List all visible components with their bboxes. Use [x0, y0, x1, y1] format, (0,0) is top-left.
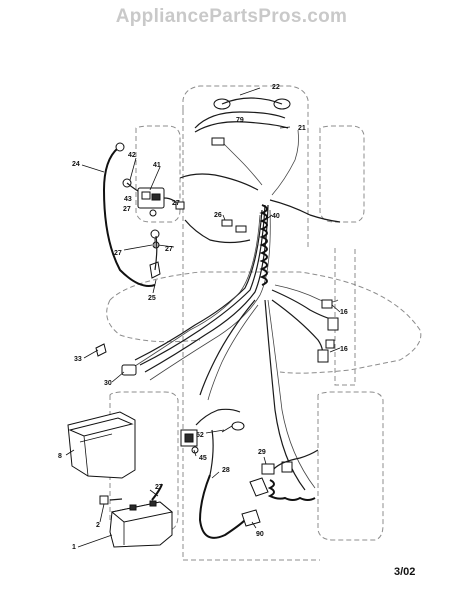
wire-assembly [198, 429, 261, 539]
callout-27-c: 27 [114, 250, 122, 257]
chassis-outline [106, 85, 422, 561]
callout-16-lower: 16 [340, 346, 348, 353]
callout-27-d: 27 [165, 246, 173, 253]
connector-29 [249, 449, 319, 497]
battery-box [67, 411, 136, 479]
callout-43: 43 [124, 196, 132, 203]
callout-24: 24 [72, 161, 80, 168]
callout-27-a: 27 [123, 206, 131, 213]
callout-42: 42 [128, 152, 136, 159]
headlight-harness [194, 97, 291, 146]
callout-90: 90 [256, 531, 264, 538]
switch-bracket [137, 187, 185, 249]
callout-16-upper: 16 [340, 309, 348, 316]
callout-21: 21 [298, 125, 306, 132]
callout-45: 45 [199, 455, 207, 462]
callout-52: 52 [196, 432, 204, 439]
callout-22: 22 [272, 84, 280, 91]
leader-lines [65, 87, 341, 548]
wiring-harness-bundle [131, 129, 341, 491]
callout-33: 33 [74, 356, 82, 363]
callout-29: 29 [258, 449, 266, 456]
callout-1: 1 [72, 544, 76, 551]
left-side-parts [95, 235, 161, 376]
harness-coil [259, 204, 268, 286]
battery [99, 483, 174, 548]
callout-27-e: 27 [155, 484, 163, 491]
callout-40: 40 [272, 213, 280, 220]
watermark: AppliancePartsPros.com [115, 6, 348, 27]
callout-28: 28 [222, 467, 230, 474]
callout-labels: 1 2 8 16 16 21 22 24 25 26 27 27 27 27 2… [58, 84, 348, 551]
callout-26: 26 [214, 212, 222, 219]
ground-wire [102, 142, 156, 287]
rear-coil [267, 479, 316, 501]
callout-2: 2 [96, 522, 100, 529]
callout-41: 41 [153, 162, 161, 169]
callout-25: 25 [148, 295, 156, 302]
callout-79: 79 [236, 117, 244, 124]
callout-27-b: 27 [172, 200, 180, 207]
sheet-code: 3/02 [394, 566, 416, 578]
callout-30: 30 [104, 380, 112, 387]
connectors [221, 219, 339, 363]
callout-8: 8 [58, 453, 62, 460]
